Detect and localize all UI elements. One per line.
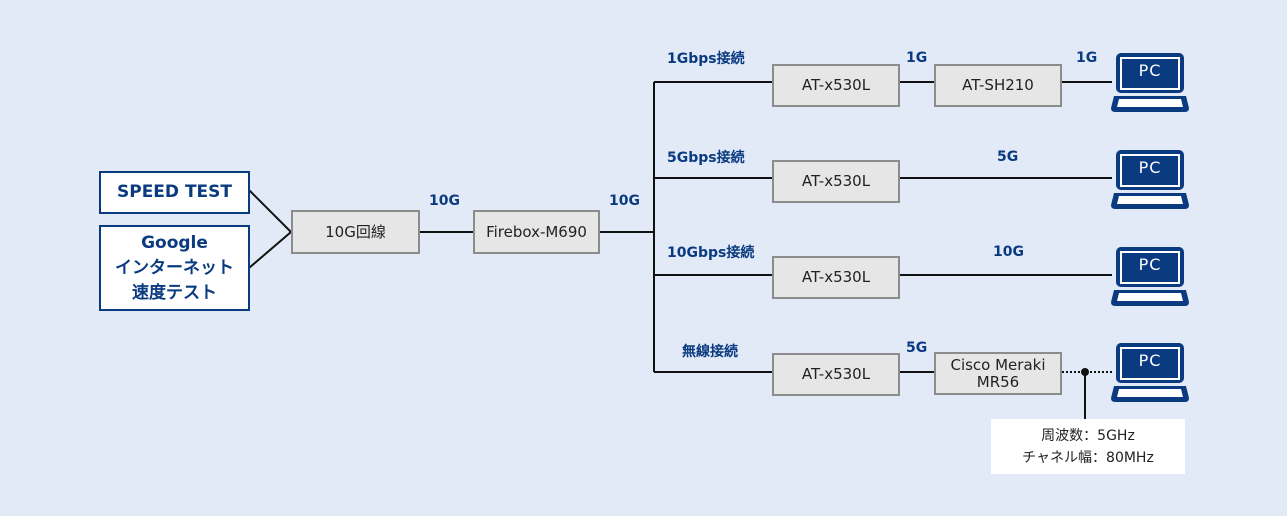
wireless-access-point: Cisco Meraki MR56	[934, 352, 1062, 395]
pc-label: PC	[1138, 255, 1162, 274]
branch-label-10g: 10Gbps接続	[667, 245, 755, 261]
branch-4-mid-speed: 5G	[906, 340, 928, 356]
google-speed-test-source: Google インターネット 速度テスト	[99, 225, 250, 311]
10g-line-node: 10G回線	[291, 210, 420, 254]
laptop-icon	[1111, 53, 1189, 112]
branch-2-pc-speed: 5G	[997, 149, 1019, 165]
pc-label: PC	[1138, 351, 1162, 370]
laptop-icon	[1111, 247, 1189, 306]
firewall-node: Firebox-M690	[473, 210, 600, 254]
branch-2-switch: AT-x530L	[772, 160, 900, 203]
pc-3: PC	[1110, 245, 1190, 307]
pc-label: PC	[1138, 61, 1162, 80]
wireless-settings-note: 周波数：5GHz チャネル幅：80MHz	[991, 419, 1185, 474]
pc-4: PC	[1110, 341, 1190, 403]
branch-1-mid-speed: 1G	[906, 50, 928, 66]
wire-google-to-line	[248, 231, 292, 269]
branch-4-switch: AT-x530L	[772, 353, 900, 396]
branch-1-switch: AT-x530L	[772, 64, 900, 107]
branch-label-wireless: 無線接続	[682, 344, 738, 360]
pc-2: PC	[1110, 148, 1190, 210]
branch-label-1g: 1Gbps接続	[667, 51, 745, 67]
branch-3-switch: AT-x530L	[772, 256, 900, 299]
note-leader-dot	[1081, 368, 1089, 376]
speed-label-line-to-firewall: 10G	[429, 193, 460, 209]
wire-speedtest-to-line	[248, 189, 292, 233]
branch-3-pc-speed: 10G	[993, 244, 1024, 260]
pc-1: PC	[1110, 51, 1190, 113]
speed-label-firewall-to-bus: 10G	[609, 193, 640, 209]
pc-label: PC	[1138, 158, 1162, 177]
branch-1-pc-speed: 1G	[1076, 50, 1098, 66]
speed-test-source: SPEED TEST	[99, 171, 250, 214]
laptop-icon	[1111, 343, 1189, 402]
laptop-icon	[1111, 150, 1189, 209]
branch-label-5g: 5Gbps接続	[667, 150, 745, 166]
branch-1-extra-switch: AT-SH210	[934, 64, 1062, 107]
